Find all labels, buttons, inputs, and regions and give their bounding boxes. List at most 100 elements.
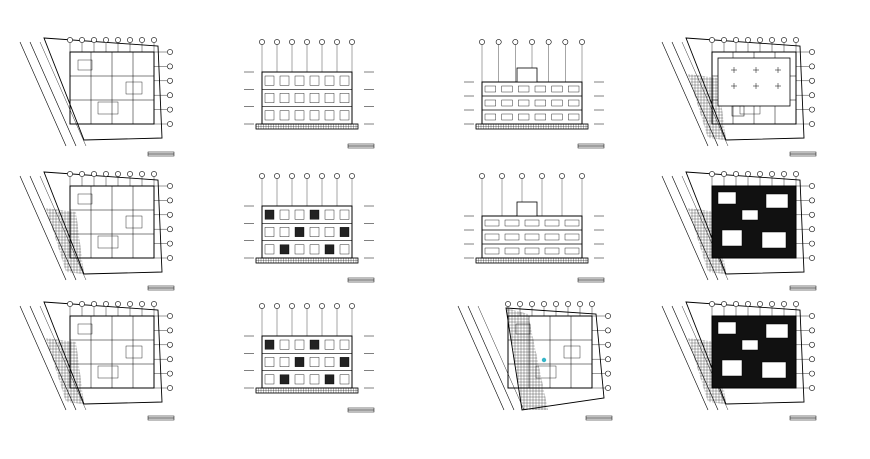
- grid-bubble: [139, 301, 145, 307]
- window: [309, 75, 320, 86]
- grid-bubble: [139, 171, 145, 177]
- grid-bubble: [721, 37, 727, 43]
- grid-bubble: [289, 173, 295, 179]
- grid-bubble: [709, 301, 715, 307]
- accent-marker: [541, 357, 547, 363]
- window: [324, 110, 335, 121]
- grid-bubble: [809, 197, 815, 204]
- grid-bubble: [733, 301, 739, 307]
- street-line: [477, 305, 525, 411]
- grid-bubble: [67, 301, 73, 307]
- grid-bubble: [781, 171, 787, 177]
- grid-bubble: [605, 356, 611, 363]
- grid-bubble: [167, 121, 173, 127]
- grid-bubble: [757, 301, 763, 307]
- grid-bubble: [809, 77, 815, 84]
- grid-bubble: [553, 301, 559, 307]
- grid-bubble: [809, 356, 815, 363]
- grid-bubble: [733, 171, 739, 177]
- window: [324, 357, 335, 367]
- grid-bubble: [505, 301, 511, 307]
- grid-bubble: [167, 370, 173, 377]
- grid-bubble: [733, 37, 739, 43]
- window: [264, 75, 275, 86]
- window: [279, 244, 290, 255]
- window: [279, 110, 290, 121]
- grid-bubble: [479, 173, 485, 179]
- grid-bubble: [809, 211, 815, 218]
- building-body: [261, 205, 353, 259]
- window: [264, 227, 275, 237]
- grid-bubble: [769, 37, 775, 43]
- grid-bubble: [289, 303, 295, 309]
- window: [324, 244, 335, 255]
- grid-bubble: [319, 303, 325, 309]
- grid-bubble: [304, 303, 310, 309]
- window: [279, 209, 290, 220]
- grid-bubble: [809, 240, 815, 247]
- building-body: [481, 81, 583, 125]
- street-line: [29, 41, 77, 147]
- window: [339, 75, 350, 86]
- window: [264, 209, 275, 220]
- grid-bubble: [809, 341, 815, 348]
- window: [294, 357, 305, 367]
- window: [279, 374, 290, 385]
- grid-bubble: [349, 303, 355, 309]
- window: [564, 219, 580, 227]
- drawing-section: [244, 303, 375, 413]
- window: [324, 209, 335, 220]
- grid-bubble: [103, 37, 109, 43]
- window: [339, 357, 350, 367]
- window: [294, 110, 305, 121]
- grid-bubble: [757, 171, 763, 177]
- grid-bubble: [605, 370, 611, 377]
- window: [544, 219, 560, 227]
- window: [324, 75, 335, 86]
- building-body: [261, 335, 353, 389]
- grid-bubble: [167, 92, 173, 99]
- grid-bubble: [565, 301, 571, 307]
- room: [563, 345, 581, 359]
- window: [309, 357, 320, 367]
- grid-bubble: [809, 49, 815, 55]
- grid-bubble: [809, 313, 815, 319]
- grid-bubble: [809, 226, 815, 233]
- window: [518, 113, 530, 121]
- window: [504, 233, 520, 241]
- room: [77, 59, 93, 71]
- grid-bubble: [559, 173, 565, 179]
- grid-bubble: [167, 49, 173, 55]
- window: [484, 247, 500, 255]
- site-boundary: [43, 301, 163, 405]
- grid-bubble: [67, 37, 73, 43]
- grid-bubble: [167, 313, 173, 319]
- window: [339, 244, 350, 255]
- grid-bubble: [274, 303, 280, 309]
- window: [551, 113, 563, 121]
- window: [279, 93, 290, 103]
- window: [339, 374, 350, 385]
- room: [717, 191, 737, 205]
- window: [294, 374, 305, 385]
- grid-bubble: [167, 255, 173, 261]
- window: [564, 233, 580, 241]
- drawing-section: [244, 173, 375, 283]
- room: [761, 231, 787, 249]
- grid-bubble: [809, 385, 815, 391]
- drawing-floor-plan-site: [19, 171, 175, 291]
- window: [339, 93, 350, 103]
- street-line: [661, 305, 709, 411]
- grid-bubble: [115, 171, 121, 177]
- grid-bubble: [167, 385, 173, 391]
- stair-core: [731, 105, 745, 117]
- tower-block: [516, 201, 538, 217]
- room: [721, 229, 743, 247]
- grid-bubble: [103, 171, 109, 177]
- grid-bubble: [605, 313, 611, 319]
- grid-bubble: [745, 301, 751, 307]
- grid-bubble: [79, 37, 85, 43]
- grid-bubble: [151, 301, 157, 307]
- grid-bubble: [529, 39, 535, 45]
